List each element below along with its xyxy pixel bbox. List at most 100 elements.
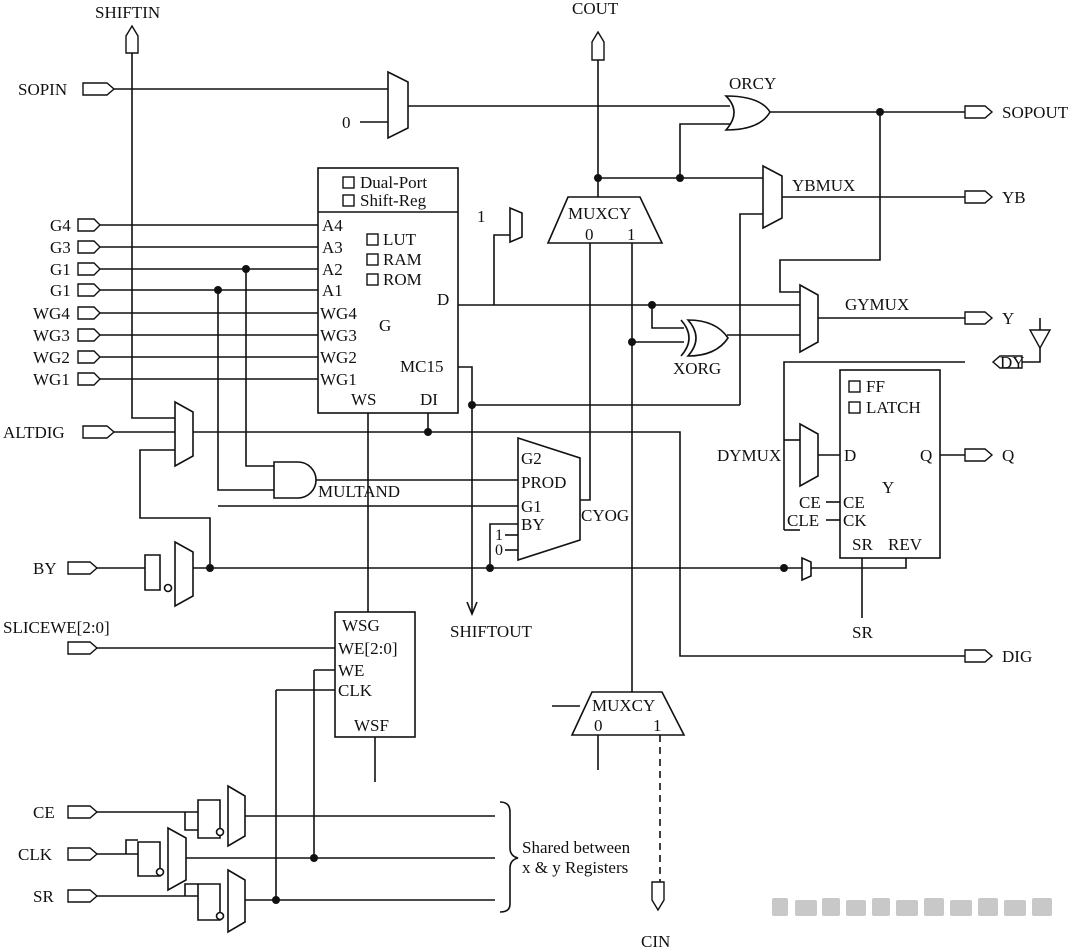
const-zero: 0 bbox=[342, 113, 351, 132]
rom-checkbox bbox=[366, 273, 379, 286]
port-shapes bbox=[67, 24, 1052, 912]
cyog-const-one: 1 bbox=[495, 527, 503, 544]
label-ybmux: YBMUX bbox=[792, 176, 855, 195]
muxcy-bottom-in0: 0 bbox=[594, 716, 603, 735]
muxcy-top bbox=[546, 196, 664, 244]
g-opt-lut: LUT bbox=[383, 230, 417, 249]
ff-checkbox bbox=[848, 380, 861, 393]
cyog-pin-prod: PROD bbox=[521, 473, 566, 492]
muxcy-bottom-name: MUXCY bbox=[592, 696, 655, 715]
port-slicewe: SLICEWE[2:0] bbox=[3, 618, 110, 637]
gymux bbox=[799, 283, 819, 354]
ff-opt-ff: FF bbox=[866, 377, 885, 396]
ff-ext-ce: CE bbox=[799, 493, 821, 512]
g-block-name: G bbox=[379, 316, 391, 335]
cyog-pin-g2: G2 bbox=[521, 449, 542, 468]
altdig-mux bbox=[174, 400, 194, 468]
port-sopin: SOPIN bbox=[18, 80, 67, 99]
ff-pin-d: D bbox=[844, 446, 856, 465]
port-ce: CE bbox=[33, 803, 55, 822]
ff-pin-q: Q bbox=[920, 446, 932, 465]
port-g1b: G1 bbox=[50, 281, 71, 300]
watermark-blur bbox=[772, 898, 1052, 916]
orcy-gate bbox=[724, 95, 771, 131]
port-cout: COUT bbox=[572, 0, 619, 18]
label-xorg: XORG bbox=[673, 359, 721, 378]
cyog-pin-by: BY bbox=[521, 515, 545, 534]
label-orcy: ORCY bbox=[729, 74, 776, 93]
wires bbox=[96, 53, 1041, 901]
port-sopout: SOPOUT bbox=[1002, 103, 1069, 122]
port-wg3: WG3 bbox=[33, 326, 70, 345]
g-pin-wg3: WG3 bbox=[320, 326, 357, 345]
ff-pin-rev: REV bbox=[888, 535, 923, 554]
muxcy-top-in1: 1 bbox=[627, 225, 636, 244]
port-wg1: WG1 bbox=[33, 370, 70, 389]
note-line1: Shared between bbox=[522, 838, 631, 857]
port-by: BY bbox=[33, 559, 57, 578]
ff-opt-latch: LATCH bbox=[866, 398, 921, 417]
label-gymux: GYMUX bbox=[845, 295, 909, 314]
port-shiftin: SHIFTIN bbox=[95, 3, 160, 22]
g-opt-dualport: Dual-Port bbox=[360, 173, 427, 192]
g-opt-shiftreg: Shift-Reg bbox=[360, 191, 427, 210]
ff-pin-sr: SR bbox=[852, 535, 873, 554]
port-y: Y bbox=[1002, 309, 1014, 328]
g-pin-a2: A2 bbox=[322, 260, 343, 279]
port-yb: YB bbox=[1002, 188, 1026, 207]
sop-mux bbox=[387, 70, 409, 140]
wsg-pin-we: WE bbox=[338, 661, 364, 680]
port-sr: SR bbox=[33, 887, 54, 906]
muxcy-bottom bbox=[570, 691, 686, 736]
port-altdig: ALTDIG bbox=[3, 423, 65, 442]
cyog-const-zero: 0 bbox=[495, 542, 503, 559]
lut-checkbox bbox=[366, 233, 379, 246]
port-g1a: G1 bbox=[50, 260, 71, 279]
blocks bbox=[317, 167, 941, 738]
g-pin-mc15: MC15 bbox=[400, 357, 443, 376]
multand-gate bbox=[273, 461, 317, 499]
port-sr-bottom: SR bbox=[852, 623, 873, 642]
label-cyog: CYOG bbox=[581, 506, 629, 525]
cyog-pin-g1: G1 bbox=[521, 497, 542, 516]
const-one: 1 bbox=[477, 207, 486, 226]
note-line2: x & y Registers bbox=[522, 858, 628, 877]
port-g3: G3 bbox=[50, 238, 71, 257]
muxcy-top-in0: 0 bbox=[585, 225, 594, 244]
g-pin-a1: A1 bbox=[322, 281, 343, 300]
mux-shapes bbox=[137, 70, 819, 934]
g-pin-ws: WS bbox=[351, 390, 377, 409]
port-dy: DY bbox=[1000, 353, 1025, 372]
g-opt-ram: RAM bbox=[383, 250, 422, 269]
g-pin-wg2: WG2 bbox=[320, 348, 357, 367]
ram-checkbox bbox=[366, 253, 379, 266]
rev-mux bbox=[801, 556, 812, 582]
label-dymux: DYMUX bbox=[717, 446, 781, 465]
muxcy-top-name: MUXCY bbox=[568, 204, 631, 223]
dymux bbox=[799, 422, 819, 488]
port-g4: G4 bbox=[50, 216, 71, 235]
ff-ext-cle: CLE bbox=[787, 511, 819, 530]
g-pin-wg1: WG1 bbox=[320, 370, 357, 389]
wsg-title: WSG bbox=[342, 616, 380, 635]
port-q: Q bbox=[1002, 446, 1014, 465]
g-pin-d: D bbox=[437, 290, 449, 309]
port-wg2: WG2 bbox=[33, 348, 70, 367]
g-function-block bbox=[317, 167, 459, 414]
port-clk: CLK bbox=[18, 845, 53, 864]
port-wg4: WG4 bbox=[33, 304, 70, 323]
g-pin-di: DI bbox=[420, 390, 438, 409]
ff-pin-ck: CK bbox=[843, 511, 867, 530]
ff-pin-ce: CE bbox=[843, 493, 865, 512]
g-pin-a4: A4 bbox=[322, 216, 343, 235]
text-labels: SHIFTIN COUT SOPIN 0 ORCY SOPOUT YBMUX Y… bbox=[3, 0, 1069, 950]
port-dig: DIG bbox=[1002, 647, 1032, 666]
port-cin: CIN bbox=[641, 932, 670, 950]
by-mux bbox=[174, 540, 194, 608]
g-pin-a3: A3 bbox=[322, 238, 343, 257]
ff-name: Y bbox=[882, 478, 894, 497]
muxcy-bottom-in1: 1 bbox=[653, 716, 662, 735]
latch-checkbox bbox=[848, 401, 861, 414]
